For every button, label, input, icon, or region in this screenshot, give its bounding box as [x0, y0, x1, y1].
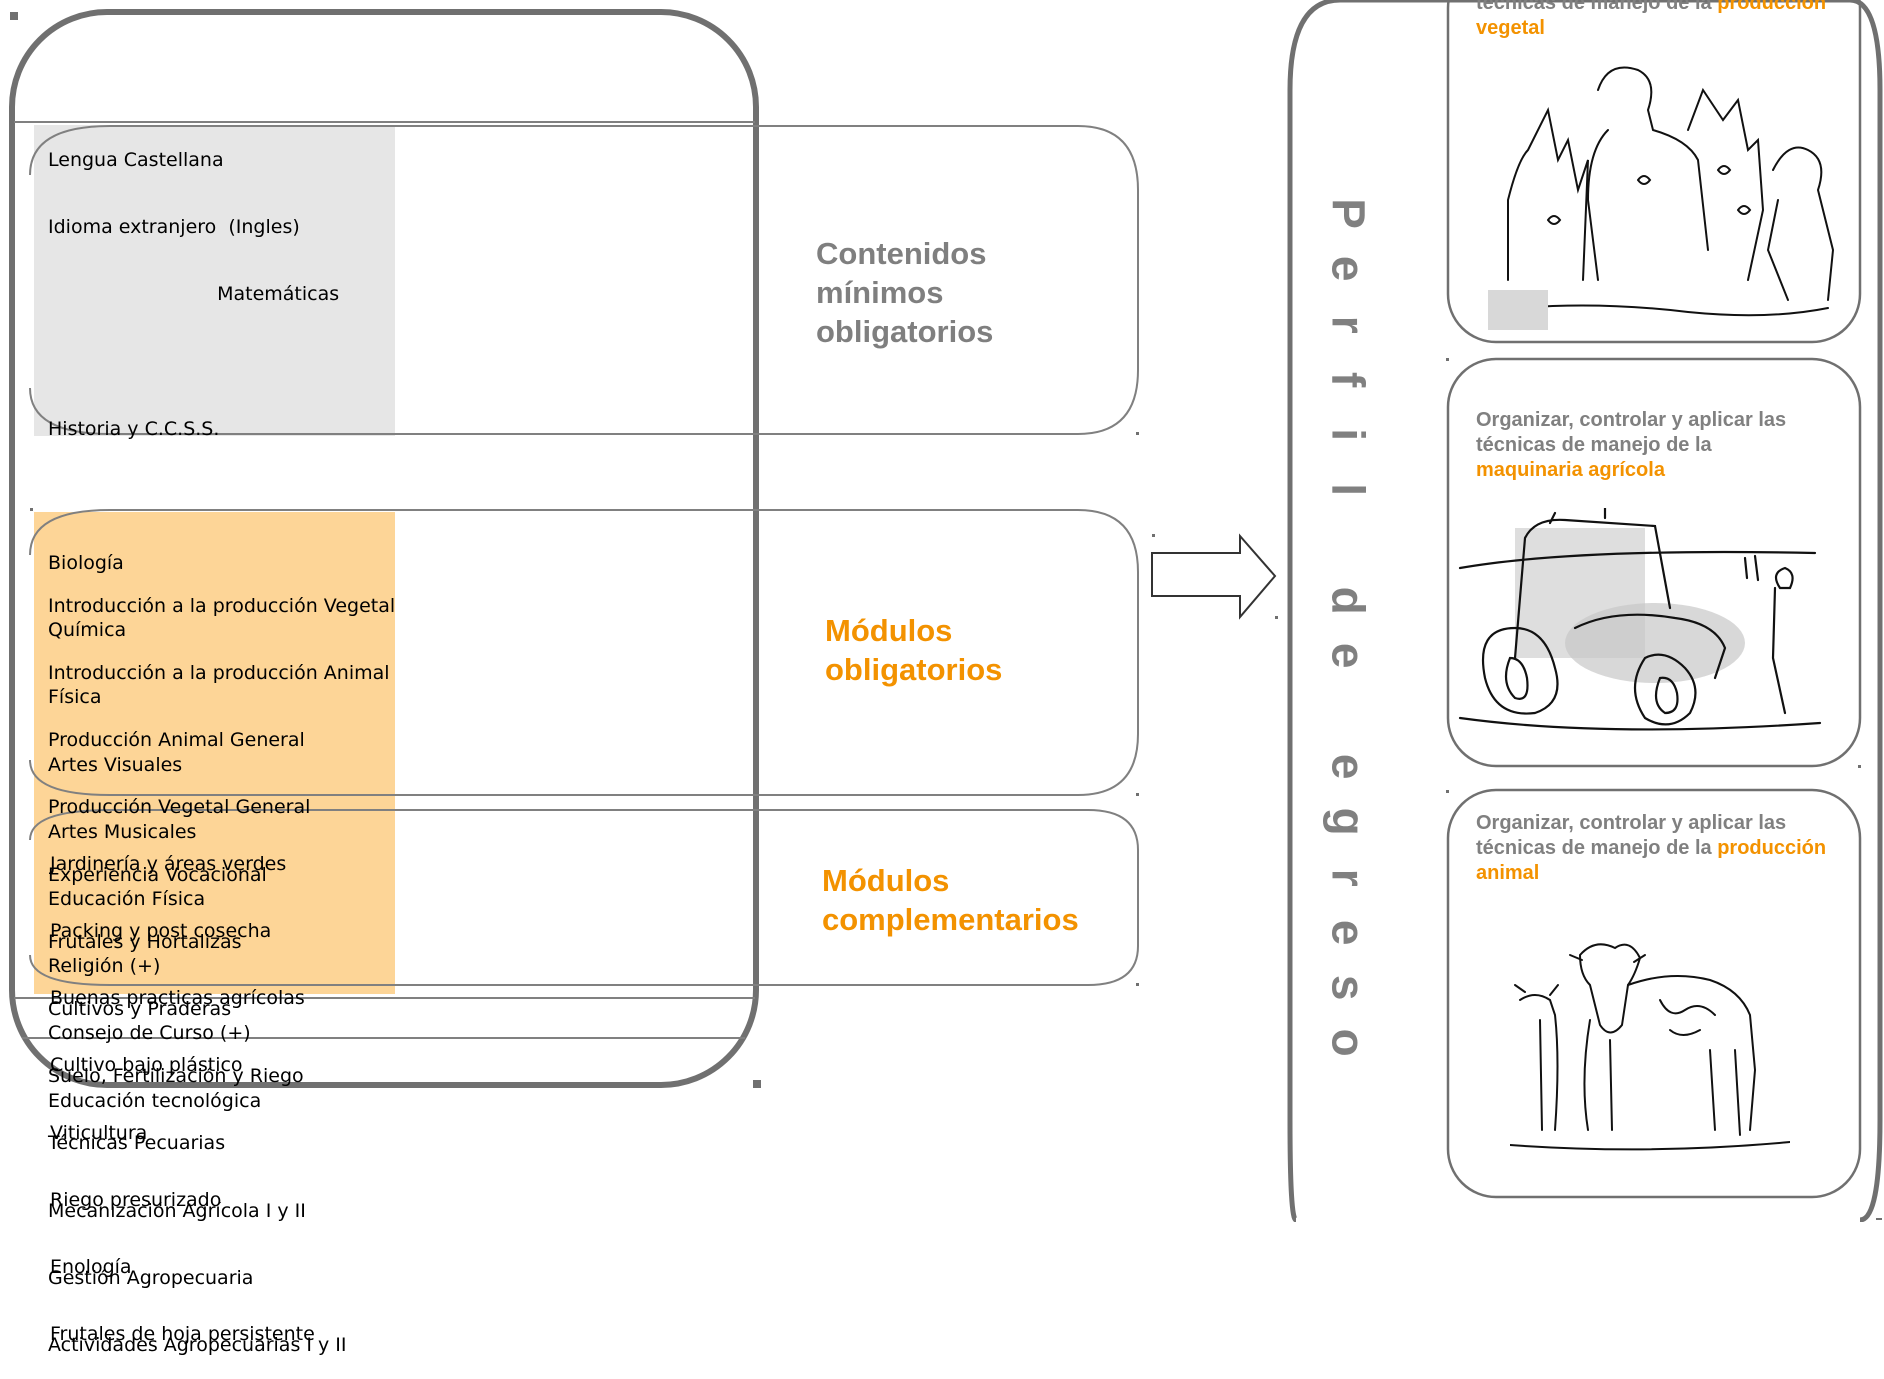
list-item: Física — [48, 686, 102, 709]
list-item: Producción Animal General — [48, 729, 305, 752]
list-item: Consejo de Curso (+) — [48, 1022, 251, 1045]
list-item — [48, 485, 339, 507]
cattle-sketch-icon — [1510, 943, 1790, 1151]
list-item: Experiencia Vocacional — [48, 863, 267, 886]
list-item: Química — [48, 619, 127, 642]
list-item: Lengua Castellana — [48, 148, 224, 171]
list-item: Educación Física — [48, 888, 206, 911]
card-outline-vegetal — [1446, 0, 1862, 344]
list-item: Artes Visuales — [48, 753, 183, 776]
list-item: Introducción a la producción Animal — [48, 662, 390, 685]
tractor-sketch-icon — [1458, 508, 1822, 731]
mandatory-modules-group — [29, 509, 1139, 796]
list-item: Introducción a la producción Vegetal — [48, 594, 396, 617]
list-item: Suelo, Fertilización y Riego — [48, 1065, 304, 1088]
card-text-machinery: Organizar, controlar y aplicar las técni… — [1476, 409, 1787, 481]
list-item: Frutales y Hortalizas — [48, 930, 242, 953]
list-item: Enología — [50, 1256, 132, 1279]
minimum-contents-group — [29, 125, 1139, 435]
minimum-contents-label: Contenidos mínimos obligatorios — [816, 236, 994, 349]
list-item: Historia y C.C.S.S. — [48, 417, 220, 440]
card-text-vegetal: técnicas de manejo de la producción vege… — [1476, 0, 1827, 39]
list-item: Frutales de hoja persistente — [50, 1323, 315, 1346]
minimum-contents-list: Lengua Castellana Idioma extranjero (Ing… — [48, 104, 339, 1134]
list-item: Cultivo bajo plástico — [50, 1054, 243, 1077]
list-item: Buenas practicas agrícolas — [50, 987, 305, 1010]
mandatory-modules-label: Módulos obligatorios — [825, 613, 1003, 687]
list-item: Religión (+) — [48, 955, 161, 978]
list-item: Educación tecnológica — [48, 1089, 262, 1112]
card-text-animal: Organizar, controlar y aplicar las técni… — [1476, 812, 1827, 884]
list-item — [48, 350, 339, 372]
card-outline-machinery — [1446, 357, 1862, 768]
complementary-modules-list: Jardinería y áreas verdes Packing y post… — [50, 808, 315, 1368]
list-item: Packing y post cosecha — [50, 920, 272, 943]
list-item: Idioma extranjero (Ingles) — [48, 216, 300, 239]
curriculum-diagram-shapes — [9, 0, 1883, 1222]
vineyard-workers-sketch-icon — [1488, 66, 1835, 330]
list-item: Matemáticas — [48, 283, 340, 306]
list-item: Artes Musicales — [48, 820, 197, 843]
list-item: Producción Vegetal General — [48, 796, 311, 819]
modules-bg — [34, 512, 395, 994]
list-item: Jardinería y áreas verdes — [50, 852, 287, 875]
list-item: Técnicas Pecuarias — [48, 1132, 226, 1155]
graduate-profile-outline — [1287, 0, 1883, 1222]
right-arrow-icon — [1151, 533, 1277, 620]
list-item: Viticultura — [50, 1121, 148, 1144]
list-item: Biología — [48, 552, 124, 575]
minimum-contents-bg — [34, 125, 395, 436]
list-item: Cultivos y Praderas — [48, 998, 232, 1021]
list-item: Mecanización Agrícola I y II — [48, 1199, 306, 1222]
graduate-profile-title: P e r f i l d e e g r e s o — [1322, 198, 1375, 1058]
list-item: Riego presurizado — [50, 1188, 222, 1211]
card-outline-animal — [1446, 788, 1862, 1199]
complementary-modules-group — [29, 809, 1139, 986]
complementary-modules-label: Módulos complementarios — [822, 863, 1079, 937]
curriculum-outline — [9, 9, 759, 1088]
